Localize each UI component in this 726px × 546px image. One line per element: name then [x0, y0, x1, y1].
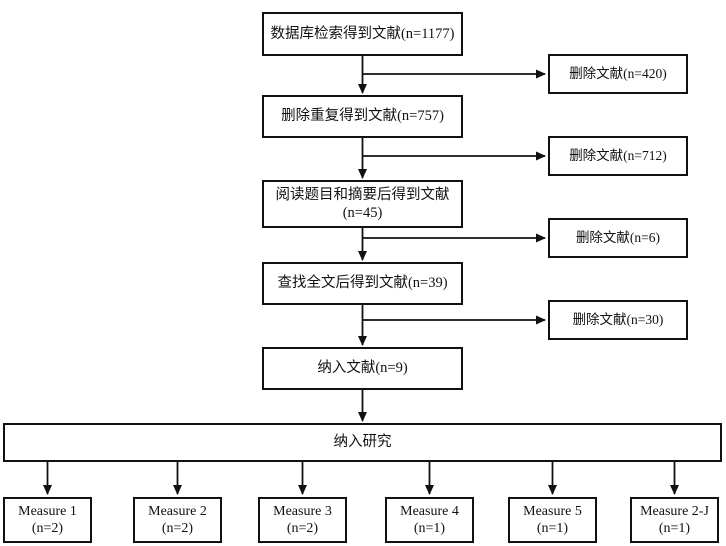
box-excluded-3: 删除文献(n=6) — [548, 218, 688, 258]
measure-count: (n=1) — [536, 521, 569, 536]
box-after-fulltext: 查找全文后得到文献(n=39) — [262, 262, 463, 305]
box-after-dedup: 删除重复得到文献(n=757) — [262, 95, 463, 138]
measure-name: Measure 5 — [523, 503, 582, 519]
box-measure-5: Measure 5 (n=1) — [508, 497, 597, 543]
measure-name: Measure 2 — [148, 503, 207, 519]
measure-count: (n=2) — [31, 521, 64, 536]
box-database-search: 数据库检索得到文献(n=1177) — [262, 12, 463, 56]
box-included-studies: 纳入研究 — [3, 423, 722, 462]
box-excluded-2: 删除文献(n=712) — [548, 136, 688, 176]
box-excluded-1: 删除文献(n=420) — [548, 54, 688, 94]
box-excluded-4: 删除文献(n=30) — [548, 300, 688, 340]
box-measure-4: Measure 4 (n=1) — [385, 497, 474, 543]
measure-count: (n=2) — [286, 521, 319, 536]
box-measure-1: Measure 1 (n=2) — [3, 497, 92, 543]
box-included-literature: 纳入文献(n=9) — [262, 347, 463, 390]
box-measure-2j: Measure 2-J (n=1) — [630, 497, 719, 543]
measure-count: (n=2) — [161, 521, 194, 536]
measure-name: Measure 4 — [400, 503, 459, 519]
box-measure-2: Measure 2 (n=2) — [133, 497, 222, 543]
measure-count: (n=1) — [658, 521, 691, 536]
measure-name: Measure 2-J — [640, 503, 709, 519]
box-after-title-abstract: 阅读题目和摘要后得到文献(n=45) — [262, 180, 463, 228]
measure-count: (n=1) — [413, 521, 446, 536]
box-measure-3: Measure 3 (n=2) — [258, 497, 347, 543]
measure-name: Measure 3 — [273, 503, 332, 519]
measure-name: Measure 1 — [18, 503, 77, 519]
